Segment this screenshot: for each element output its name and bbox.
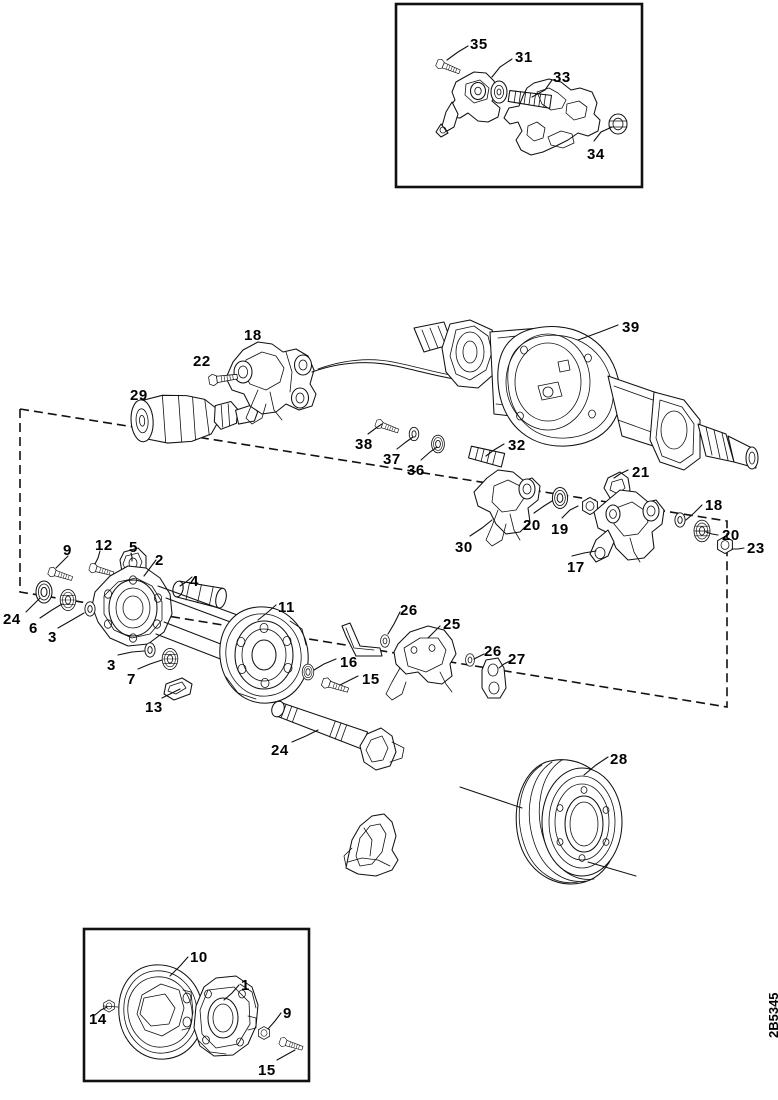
callout-16: 16	[340, 654, 358, 671]
callout-34: 34	[587, 146, 605, 163]
callout-3-lower: 3	[107, 657, 116, 674]
callout-15-main: 15	[362, 671, 380, 688]
callout-30: 30	[455, 539, 473, 556]
callout-15-inset: 15	[258, 1062, 276, 1079]
bottom-inset-drawing	[94, 956, 305, 1061]
part-28-brake-drum	[459, 756, 637, 885]
callout-3-upper: 3	[48, 629, 57, 646]
callout-23-right: 23	[747, 540, 765, 557]
part-24-axle-shaft	[271, 700, 405, 771]
callout-24-shaft: 24	[271, 742, 289, 759]
callout-1: 1	[241, 977, 250, 994]
callout-26-upper: 26	[400, 602, 418, 619]
callout-13: 13	[145, 699, 163, 716]
part-18-knuckle-left	[207, 341, 464, 425]
callout-19-center: 19	[551, 521, 569, 538]
callout-29: 29	[130, 387, 148, 404]
callout-11: 11	[278, 599, 295, 616]
parts-16-15	[301, 622, 383, 696]
drawing-code: 2B5345	[766, 992, 778, 1038]
callout-10: 10	[190, 949, 208, 966]
top-inset-frame	[394, 2, 644, 189]
callout-12: 12	[95, 537, 113, 554]
callout-37: 37	[383, 451, 401, 468]
callout-36: 36	[407, 462, 425, 479]
callout-24-left: 24	[3, 611, 21, 628]
callout-14: 14	[89, 1011, 107, 1028]
callout-39: 39	[622, 319, 640, 336]
callout-18-left: 18	[244, 327, 262, 344]
part-30-knuckle-center	[469, 469, 598, 547]
callout-4: 4	[190, 573, 199, 590]
part-25-caliper-bracket	[380, 611, 511, 701]
bottom-inset-frame	[82, 927, 311, 1083]
callout-7: 7	[127, 671, 136, 688]
callout-22: 22	[193, 353, 211, 370]
callout-9-main: 9	[63, 542, 72, 559]
callout-5: 5	[129, 539, 138, 556]
part-39-axle-housing	[413, 319, 759, 471]
callout-9-inset: 9	[283, 1005, 292, 1022]
callout-31: 31	[515, 49, 533, 66]
part-11-brake-flange	[219, 604, 309, 704]
callout-32: 32	[508, 437, 526, 454]
callout-35: 35	[470, 36, 488, 53]
callout-20-right: 20	[722, 527, 740, 544]
callout-21: 21	[632, 464, 650, 481]
callout-20-center: 20	[523, 517, 541, 534]
part-32-rod	[468, 443, 506, 468]
callout-2: 2	[155, 552, 164, 569]
callout-25: 25	[443, 616, 461, 633]
callout-28: 28	[610, 751, 628, 768]
callout-33: 33	[553, 69, 571, 86]
top-inset-drawing	[434, 45, 628, 156]
callout-18-right: 18	[705, 497, 723, 514]
callout-6: 6	[29, 620, 38, 637]
cradle-bracket	[343, 813, 399, 877]
callout-27: 27	[508, 651, 526, 668]
callout-17: 17	[567, 559, 585, 576]
part-29-yoke	[130, 394, 259, 444]
callout-26-lower: 26	[484, 643, 502, 660]
callout-38: 38	[355, 436, 373, 453]
part-17-knuckle-right	[571, 489, 745, 563]
hardware-38-37-36	[367, 418, 445, 461]
